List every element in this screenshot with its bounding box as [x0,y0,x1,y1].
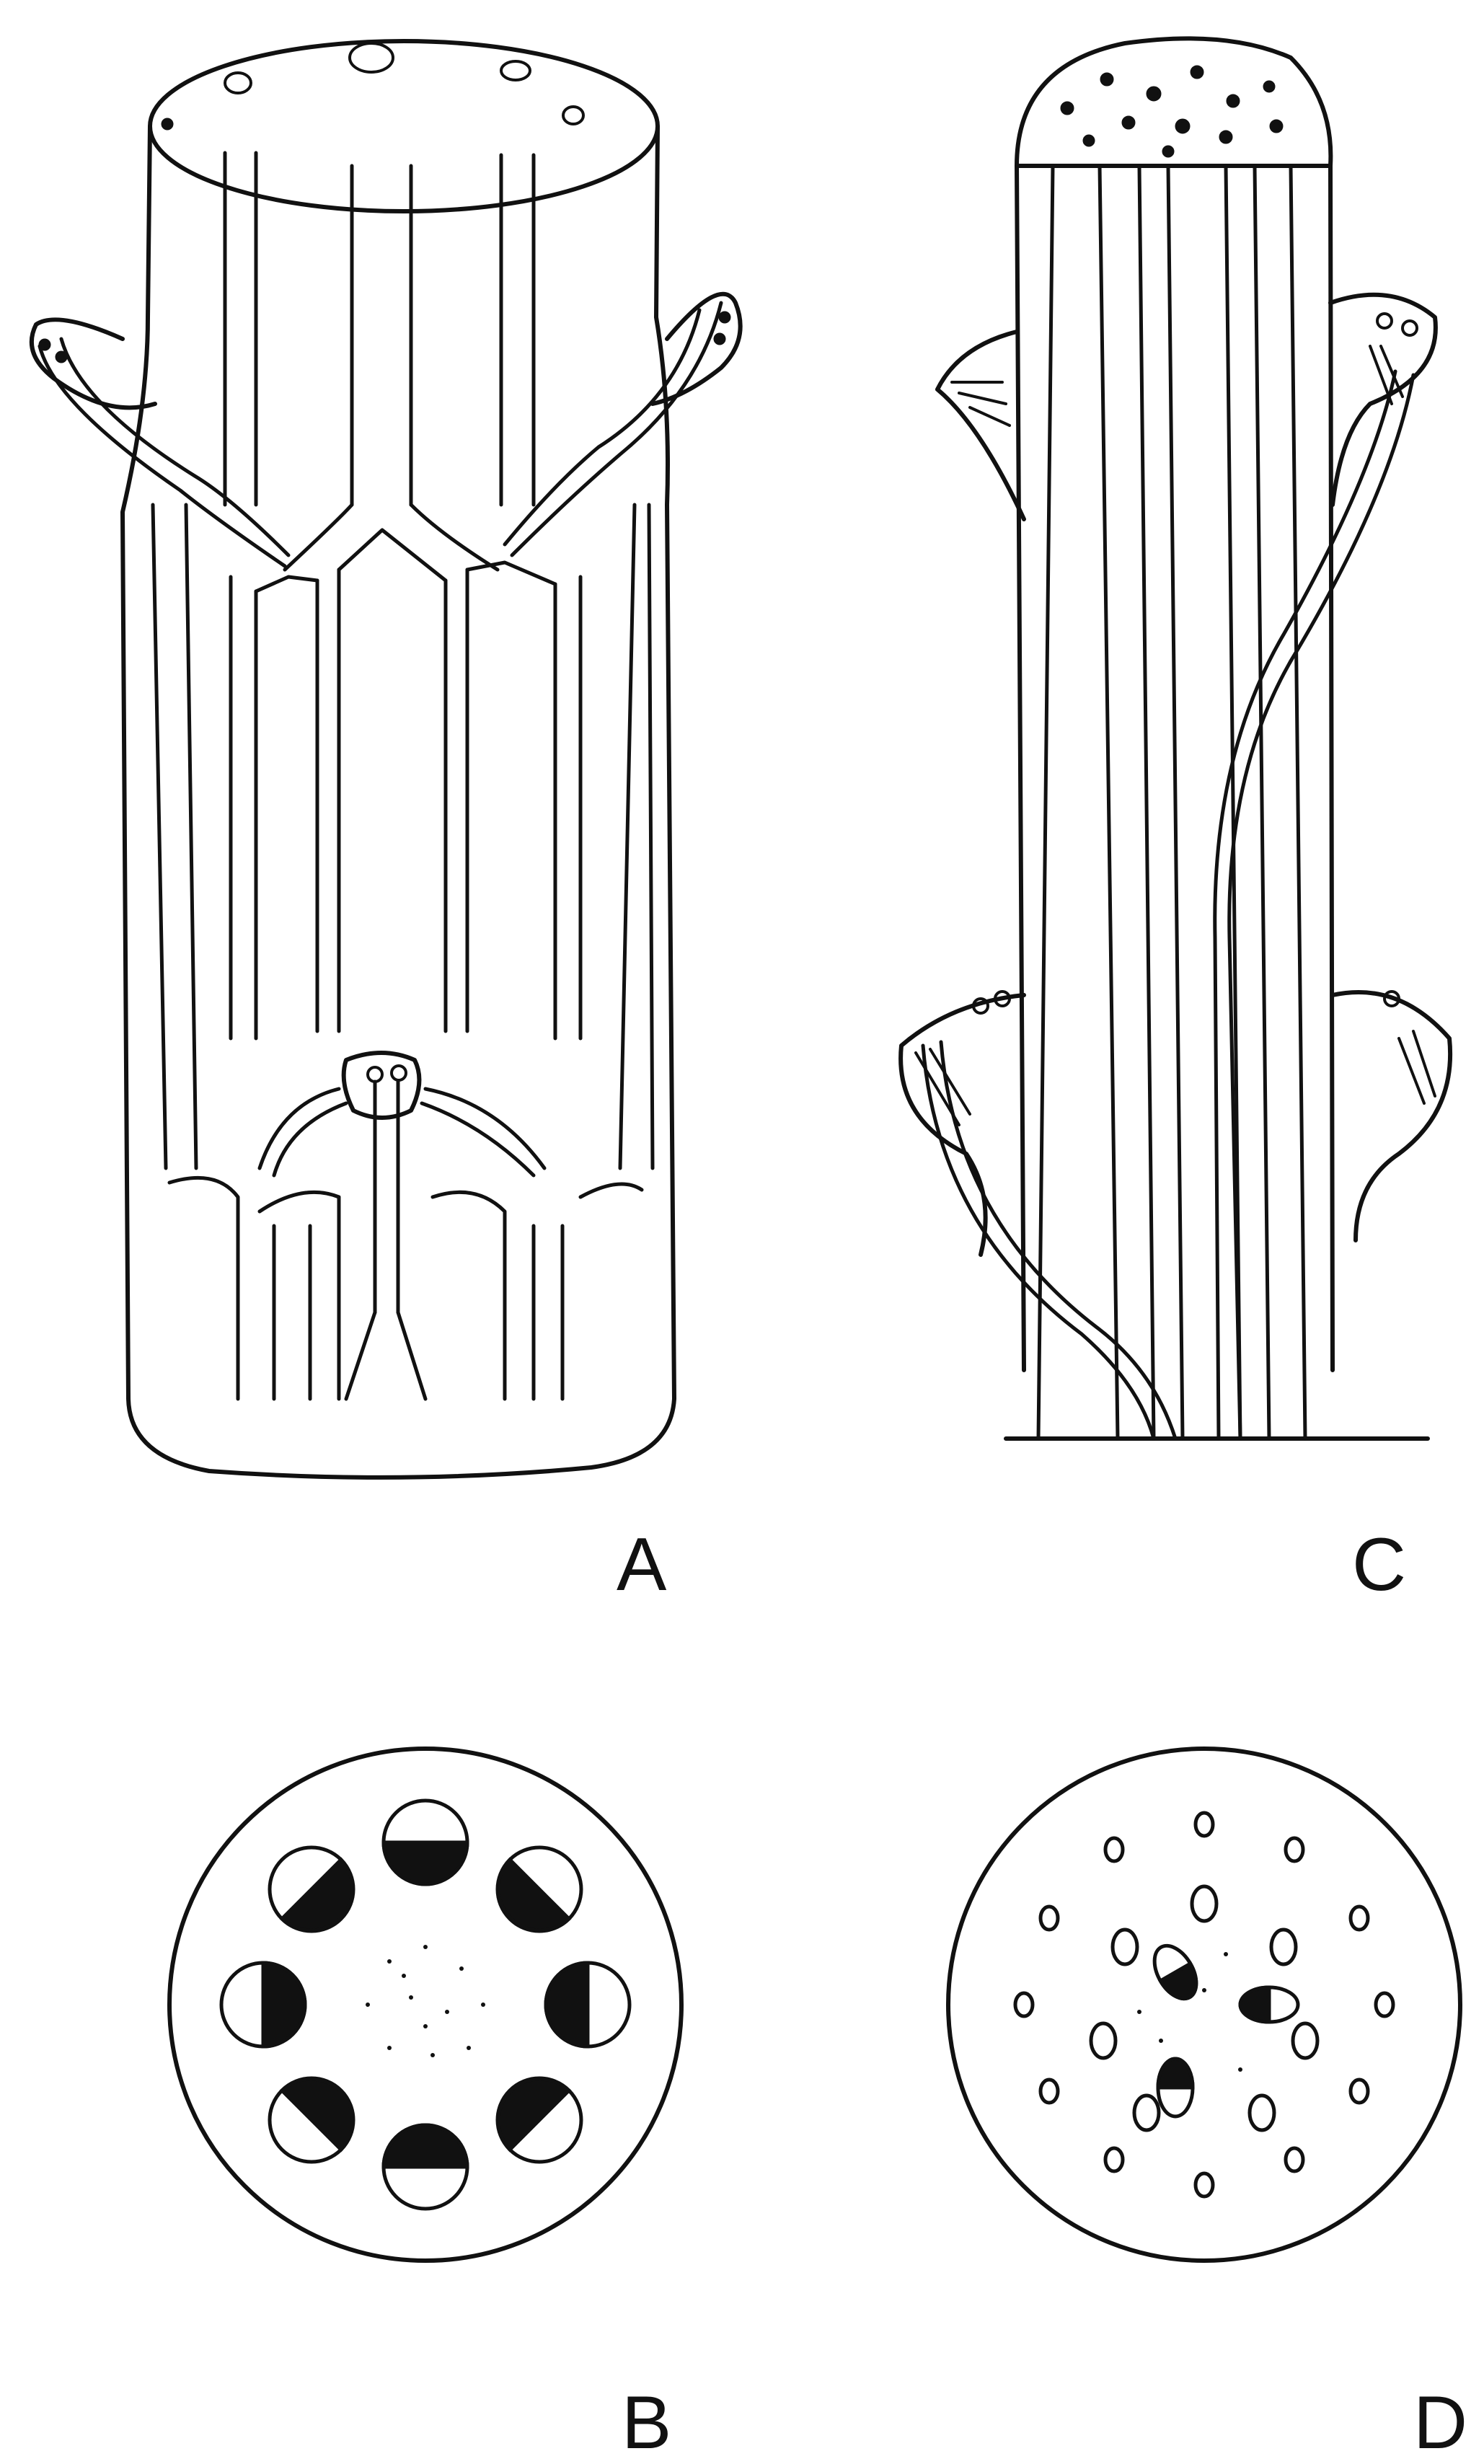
panel-b-cross-section [169,1749,681,2261]
panel-c-dome-stipple [1062,67,1281,156]
panel-a-trace-center [352,166,411,505]
panel-d-bundle-inner [1158,2059,1193,2116]
panel-b-bundle [498,1847,581,1931]
panel-c-stem-drawing [901,38,1450,1439]
panel-b-bundle [498,2078,581,2162]
panel-label-b: B [622,2381,671,2464]
panel-b-bundle [384,2125,467,2209]
panel-label-a: A [617,1523,667,1607]
panel-b-bundle [221,1963,305,2046]
panel-b-bundle [384,1801,467,1884]
panel-d-cross-section [948,1749,1460,2261]
panel-a-lower-trace-left [260,1089,346,1175]
panel-b-bundle [270,2078,353,2162]
panel-c-top-dome [1017,38,1330,166]
panel-d-bundle-outer [1015,1813,1393,2196]
panel-a-trace-left [225,153,256,505]
panel-c-leaf-base-lower-left [901,995,1024,1255]
panel-a-stem-drawing [32,41,741,1478]
panel-b-pith-stipple [366,1945,485,2057]
panel-b-bundle [270,1847,353,1931]
panel-a-lower-trace-right [422,1089,544,1175]
panel-b-bundle [546,1963,630,2046]
panel-a-top-hole [501,61,530,80]
panel-a-top-hole [563,107,583,124]
panel-a-trace-right [501,155,534,505]
panel-d-bundle-inner [1146,1938,1205,2005]
panel-a-top-hole [225,73,251,93]
panel-label-c: C [1352,1523,1406,1607]
panel-a-top-dot [163,120,172,128]
panel-d-bundle-inner [1240,1987,1298,2022]
panel-label-d: D [1413,2381,1467,2464]
panel-c-leaf-base-lower-right [1333,992,1450,1240]
panel-a-lower-leaf-base [344,1053,420,1118]
panel-a-top-hole [350,43,393,72]
panel-c-sinuous-trace [1229,375,1413,1439]
